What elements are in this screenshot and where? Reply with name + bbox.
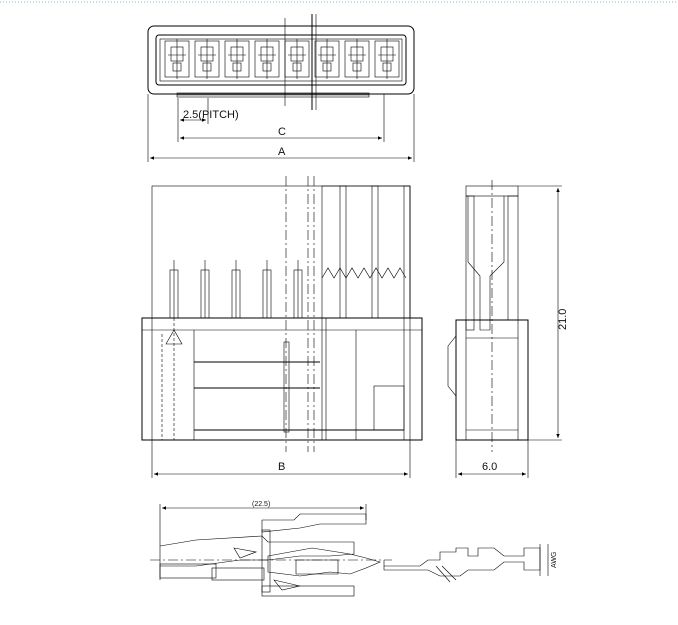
dim-height-label: 21.0: [557, 309, 569, 330]
top-view-cavity: [254, 39, 280, 79]
front-pin: [262, 260, 272, 319]
side-view-dimensions: 21.0 6.0: [455, 185, 569, 478]
dim-width-label: 6.0: [482, 461, 497, 473]
top-view-cavity: [374, 39, 400, 79]
top-view-dimensions: 2.5(PITCH) C A: [147, 94, 415, 162]
dim-c-label: C: [278, 126, 286, 138]
front-pin: [293, 260, 303, 319]
top-view: [147, 14, 415, 110]
top-view-cavity: [164, 39, 190, 79]
front-pin: [169, 260, 179, 319]
top-view-cavity: [344, 39, 370, 79]
awg-label: AWG: [551, 552, 558, 568]
top-view-cavities: [164, 39, 400, 79]
front-view: [141, 176, 423, 452]
front-pin: [231, 260, 241, 319]
front-pins: [169, 260, 303, 319]
top-view-cavity: [284, 39, 310, 79]
top-view-cavity: [224, 39, 250, 79]
side-view: [447, 180, 529, 452]
dim-b-label: B: [278, 461, 285, 473]
front-pin: [200, 260, 210, 319]
top-view-cavity: [194, 39, 220, 79]
pitch-label: 2.5(PITCH): [183, 109, 239, 121]
dim-a-label: A: [278, 146, 286, 158]
dim-length-label: (22.5): [252, 501, 270, 508]
section-view: (22.5) AWG: [150, 501, 558, 597]
front-view-dimensions: B: [151, 440, 411, 478]
top-view-cavity: [314, 39, 340, 79]
